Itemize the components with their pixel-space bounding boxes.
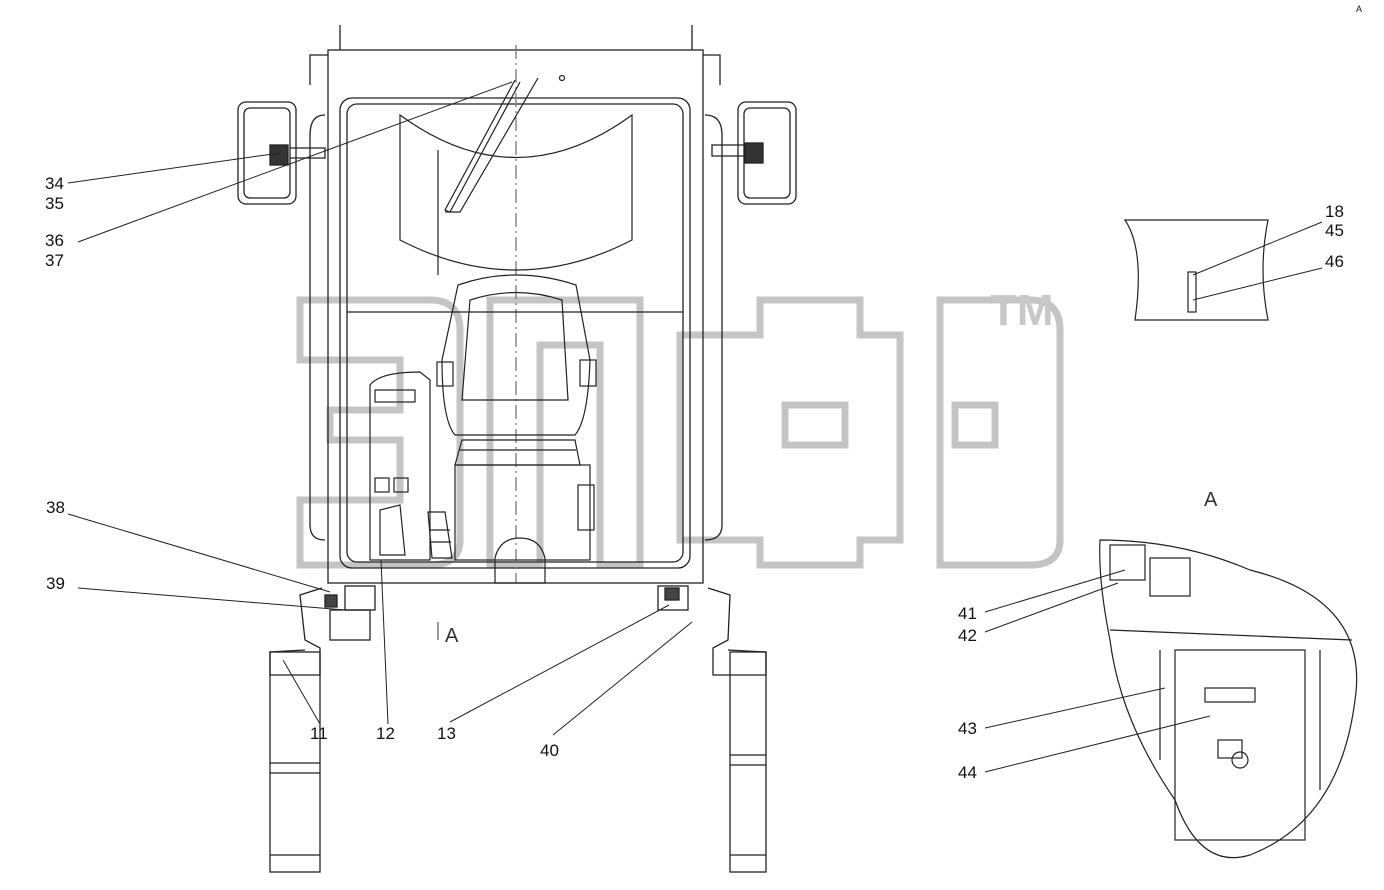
callout-18: 18: [1325, 202, 1344, 221]
cab-mounts: [269, 585, 767, 676]
callout-44: 44: [958, 763, 977, 782]
callout-43: 43: [958, 719, 977, 738]
operator-seat: [436, 274, 597, 561]
trademark-mark: TM: [990, 286, 1054, 335]
callout-37: 37: [45, 251, 64, 270]
callout-39: 39: [46, 574, 65, 593]
right-leg: [729, 651, 767, 873]
detail-label-a: A: [1204, 489, 1218, 511]
callout-36: 36: [45, 231, 64, 250]
detail-view-a: [1099, 539, 1358, 859]
callout-46: 46: [1325, 252, 1344, 271]
callout-45: 45: [1325, 221, 1344, 240]
callout-11: 11: [310, 724, 328, 743]
watermark-logo: [296, 296, 1064, 569]
callout-13: 13: [437, 724, 456, 743]
callout-38: 38: [46, 498, 65, 517]
left-mirror: [237, 101, 326, 205]
control-console: [369, 371, 546, 584]
view-marker-a: A: [445, 625, 459, 647]
section-marker-a: A: [1356, 4, 1362, 14]
callout-40: 40: [540, 741, 559, 760]
callout-34: 34: [45, 174, 64, 193]
callout-42: 42: [958, 626, 977, 645]
callout-12: 12: [376, 724, 395, 743]
right-mirror: [711, 101, 797, 205]
left-leg: [269, 651, 321, 873]
windscreen-wiper: [399, 74, 633, 275]
callout-35: 35: [45, 194, 64, 213]
detail-section-pin: [1123, 219, 1269, 321]
leader-lines: [67, 81, 1323, 773]
callout-41: 41: [958, 604, 977, 623]
